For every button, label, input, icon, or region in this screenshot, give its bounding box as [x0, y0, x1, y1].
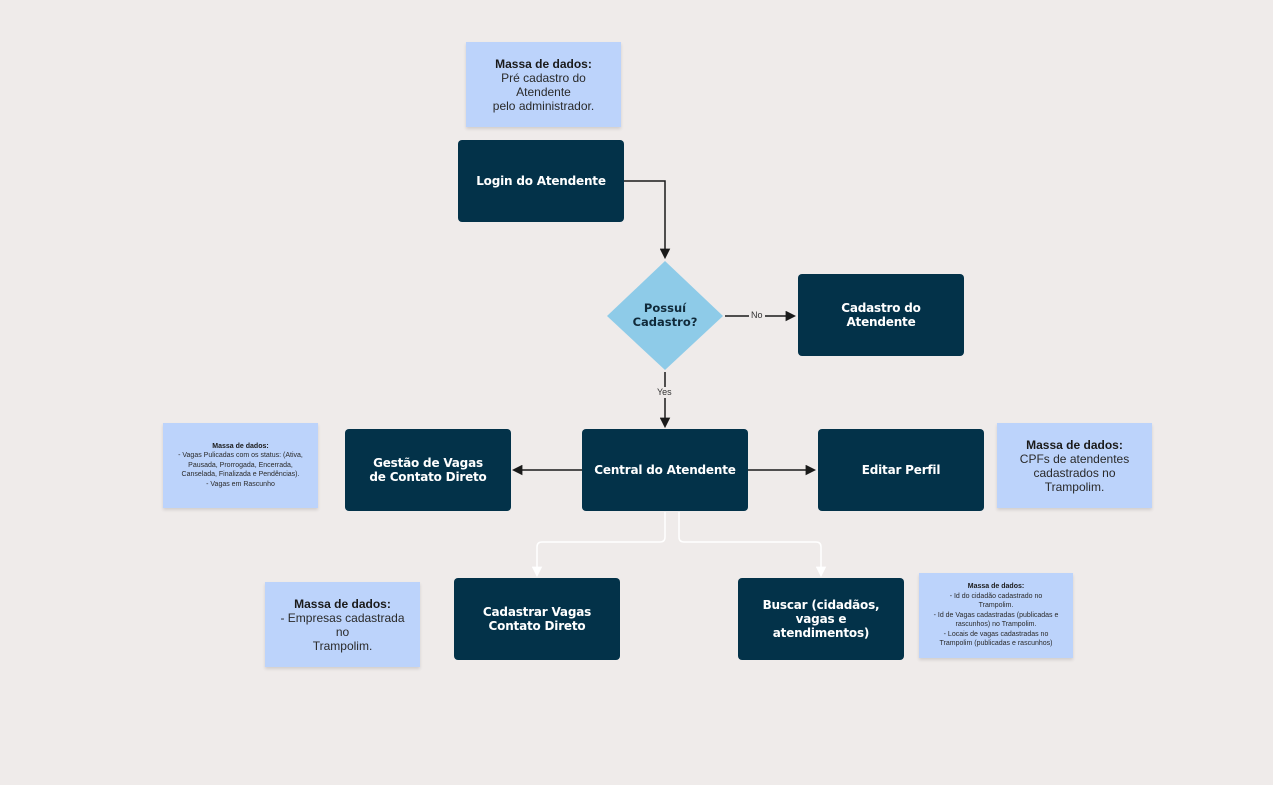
node-cadastrar-vagas[interactable]: Cadastrar Vagas Contato Direto	[454, 578, 620, 660]
edge-label-yes: Yes	[655, 387, 674, 398]
note-line: - Empresas cadastrada no	[280, 610, 405, 639]
note-line: - Vagas em Rascunho	[206, 480, 275, 488]
note-cpfs-atendentes: Massa de dados: CPFs de atendentes cadas…	[997, 423, 1152, 508]
node-label: Cadastrar Vagas Contato Direto	[482, 605, 592, 633]
decision-possui-cadastro[interactable]: Possuí Cadastro?	[607, 260, 723, 370]
node-cadastro-atendente[interactable]: Cadastro do Atendente	[798, 274, 964, 356]
note-line: - Id de Vagas cadastradas (publicadas e	[933, 611, 1059, 619]
node-editar-perfil[interactable]: Editar Perfil	[818, 429, 984, 511]
connector-central-to-cadastrar	[531, 512, 666, 578]
note-line: Canselada, Finalizada e Pendências).	[181, 471, 300, 479]
note-pre-cadastro: Massa de dados: Pré cadastro do Atendent…	[466, 42, 621, 127]
edge-label-no: No	[749, 310, 765, 321]
note-title: Massa de dados:	[967, 583, 1025, 591]
note-line: Trampolim.	[1044, 479, 1105, 494]
note-line: rascunhos) no Trampolim.	[955, 621, 1037, 629]
node-label: Login do Atendente	[476, 174, 606, 188]
node-label: Buscar (cidadãos, vagas e atendimentos)	[762, 598, 880, 640]
decision-diamond	[607, 261, 723, 370]
node-label: Cadastro do Atendente	[841, 301, 921, 329]
decision-label: Possuí Cadastro?	[632, 301, 698, 329]
note-line: Pré cadastro do Atendente	[501, 70, 586, 99]
node-label: Editar Perfil	[861, 463, 941, 477]
note-line: - Id do cidadão cadastrado no	[949, 592, 1043, 600]
note-vagas-status: Massa de dados: - Vagas Pulicadas com os…	[163, 423, 318, 508]
node-label: Gestão de Vagas de Contato Direto	[369, 456, 487, 484]
node-gestao-vagas[interactable]: Gestão de Vagas de Contato Direto	[345, 429, 511, 511]
note-line: pelo administrador.	[492, 98, 595, 113]
note-title: Massa de dados:	[495, 56, 592, 71]
note-title: Massa de dados:	[1026, 437, 1123, 452]
node-central-atendente[interactable]: Central do Atendente	[582, 429, 748, 511]
note-title: Massa de dados:	[212, 442, 269, 450]
note-empresas: Massa de dados: - Empresas cadastrada no…	[265, 582, 420, 667]
connector-central-to-buscar	[678, 512, 827, 578]
note-ids-cadastrados: Massa de dados: - Id do cidadão cadastra…	[919, 573, 1073, 658]
node-buscar[interactable]: Buscar (cidadãos, vagas e atendimentos)	[738, 578, 904, 660]
note-line: - Locais de vagas cadastradas no	[943, 630, 1049, 638]
note-line: CPFs de atendentes	[1019, 451, 1130, 466]
note-line: Trampolim.	[978, 602, 1014, 610]
note-line: - Vagas Pulicadas com os status: (Ativa,	[178, 452, 303, 460]
node-login-atendente[interactable]: Login do Atendente	[458, 140, 624, 222]
note-line: Trampolim (publicadas e rascunhos)	[939, 640, 1053, 648]
note-title: Massa de dados:	[294, 596, 391, 611]
connector-login-to-decision	[624, 180, 671, 260]
note-line: cadastrados no	[1033, 465, 1116, 480]
note-line: Pausada, Prorrogada, Encerrada,	[188, 461, 293, 469]
node-label: Central do Atendente	[594, 463, 736, 477]
note-line: Trampolim.	[312, 638, 373, 653]
